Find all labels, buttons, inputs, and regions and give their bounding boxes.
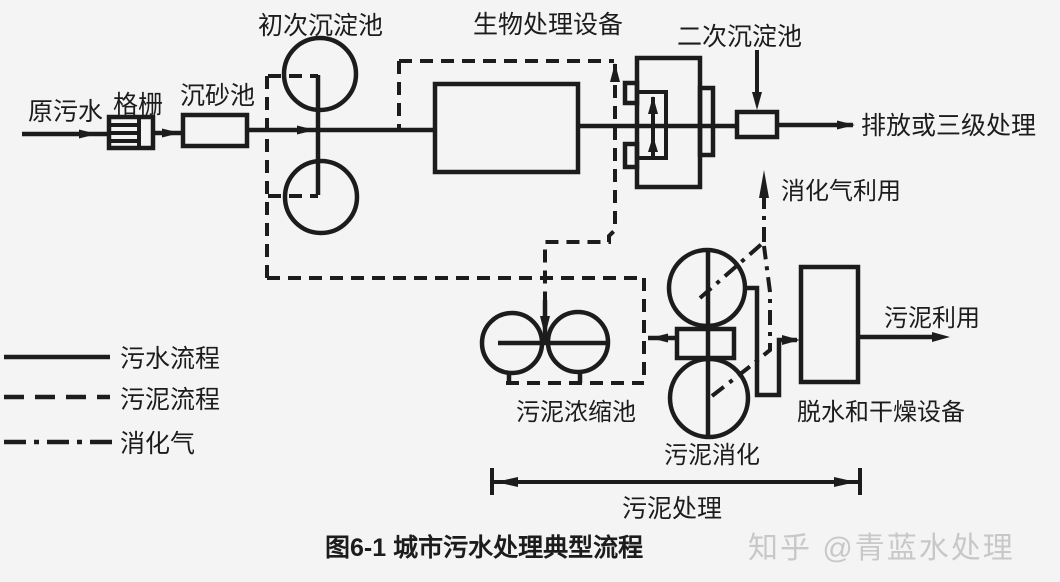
digestion-gas-use-label: 消化气利用 <box>781 178 901 205</box>
legend-label-sludge: 污泥流程 <box>120 386 220 414</box>
watermark: 知乎 @青蓝水处理 <box>748 532 1015 565</box>
digestion-gas-lines <box>698 170 772 398</box>
primary-sedimentation-symbol <box>281 35 360 236</box>
bar-screen-symbol <box>106 114 156 151</box>
legend-label-gas: 消化气 <box>120 430 195 458</box>
water-flow-lines <box>22 120 855 139</box>
secondary-sedimentation-symbol <box>622 55 716 190</box>
discharge-arrow <box>837 120 855 130</box>
grit-chamber-box <box>180 112 250 149</box>
digester-line-arrow <box>650 333 668 343</box>
upflow-arrow <box>648 136 658 152</box>
dewatering-inlet-arrow <box>782 335 800 345</box>
flow-arrow <box>297 125 315 135</box>
figure-caption: 图6-1 城市污水处理典型流程 <box>325 533 643 562</box>
upflow-arrow <box>648 96 658 114</box>
sludge-digestion-label: 污泥消化 <box>664 442 760 469</box>
dewatering-drying-label: 脱水和干燥设备 <box>797 399 965 426</box>
sludge-use-label: 污泥利用 <box>884 305 980 332</box>
sludge-use-arrow <box>932 332 950 342</box>
legend: 污水流程 污泥流程 消化气 <box>4 345 220 458</box>
secondary-label-pointer <box>752 50 762 110</box>
thickener-feed-arrow <box>540 316 550 336</box>
biological-treatment-label: 生物处理设备 <box>473 11 623 39</box>
primary-sedimentation-label: 初次沉淀池 <box>258 12 383 40</box>
sludge-digester-symbol <box>648 247 800 440</box>
sludge-flow-lines <box>265 59 646 385</box>
sludge-treatment-bracket <box>490 468 862 495</box>
flow-arrow <box>79 129 97 139</box>
effluent-box <box>734 109 780 140</box>
legend-label-water: 污水流程 <box>120 345 220 373</box>
return-sludge-arrow <box>610 63 620 82</box>
sludge-thickener-symbol <box>479 309 611 383</box>
raw-sewage-label: 原污水 <box>28 98 103 126</box>
gas-arrow <box>759 170 769 198</box>
secondary-sedimentation-label: 二次沉淀池 <box>677 23 802 51</box>
discharge-label: 排放或三级处理 <box>861 112 1036 140</box>
dewatering-drying-symbol <box>798 264 950 385</box>
bar-screen-label: 格栅 <box>113 91 163 119</box>
flow-arrow <box>162 128 180 138</box>
biological-treatment-box <box>432 81 581 175</box>
sludge-thickener-label: 污泥浓缩池 <box>516 399 636 426</box>
grit-chamber-label: 沉砂池 <box>180 82 255 110</box>
sludge-treatment-label: 污泥处理 <box>622 495 722 523</box>
